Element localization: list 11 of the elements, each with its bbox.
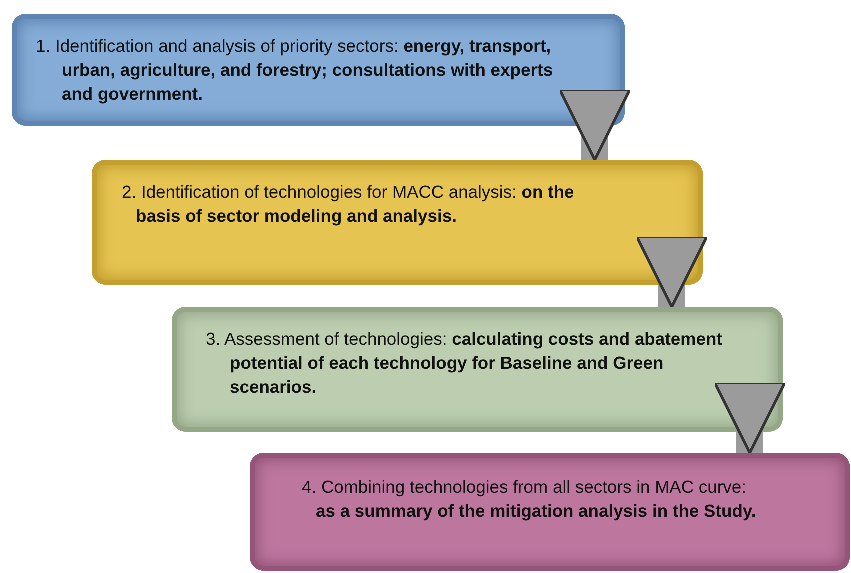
process-box [250,453,850,571]
step-text: 2. Identification of technologies for MACC analysis: on the basis of sector modeling and analysis. [122,181,576,228]
block-arrow [714,381,786,454]
process-box [92,160,703,285]
step-text: 1. Identification and analysis of priority sectors: energy, transport, urban, agriculture, and forestry; consultations with experts and government. [36,35,554,106]
block-arrow [558,88,632,162]
block-arrow [636,235,708,308]
process-box [172,307,783,432]
process-box [12,14,625,126]
step-text: 4. Combining technologies from all sectors in MAC curve: as a summary of the mitigation analysis in the Study. [302,476,758,523]
step-text: 3. Assessment of technologies: calculating costs and abatement potential of each technology for Baseline and Green scenarios. [206,328,724,399]
